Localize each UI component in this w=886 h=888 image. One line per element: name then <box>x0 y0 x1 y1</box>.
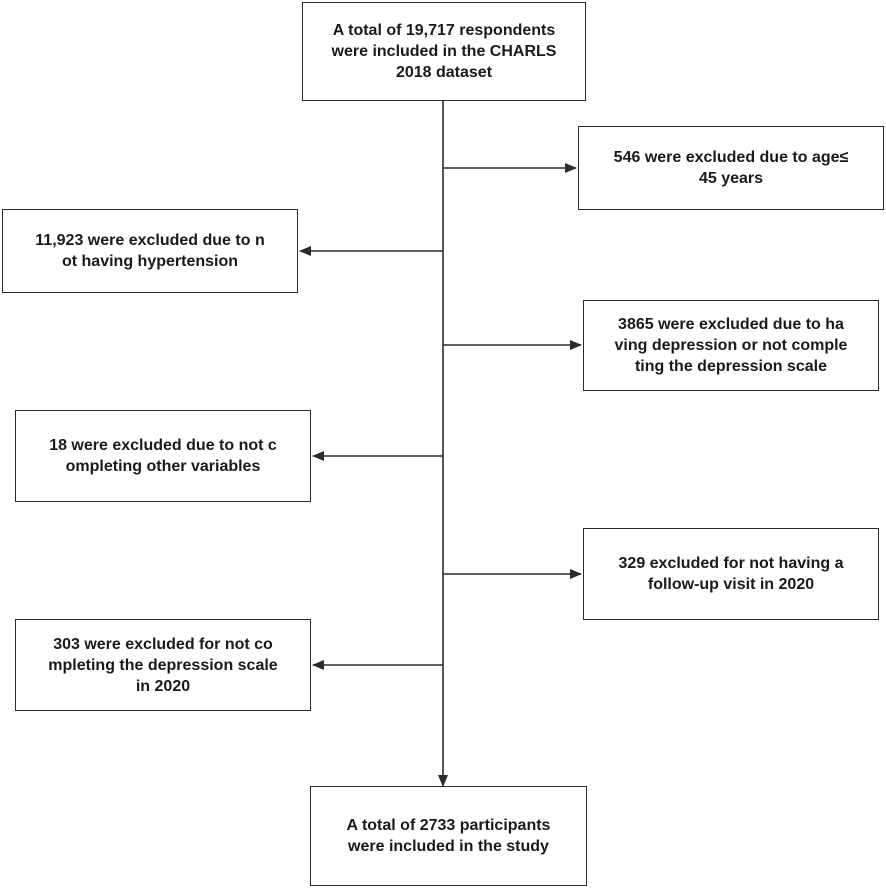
exclusion-box-hypertension: 11,923 were excluded due to n ot having … <box>2 209 298 293</box>
exclusion-box-age: 546 were excluded due to age≤ 45 years <box>578 126 884 210</box>
exclusion-box-other-variables: 18 were excluded due to not c ompleting … <box>15 410 311 502</box>
start-box: A total of 19,717 respondents were inclu… <box>302 2 586 101</box>
exclusion-box-depression: 3865 were excluded due to ha ving depres… <box>583 300 879 391</box>
exclusion-box-follow-up: 329 excluded for not having a follow-up … <box>583 528 879 620</box>
exclusion-box-depression-2020: 303 were excluded for not co mpleting th… <box>15 619 311 711</box>
end-box: A total of 2733 participants were includ… <box>310 786 587 886</box>
